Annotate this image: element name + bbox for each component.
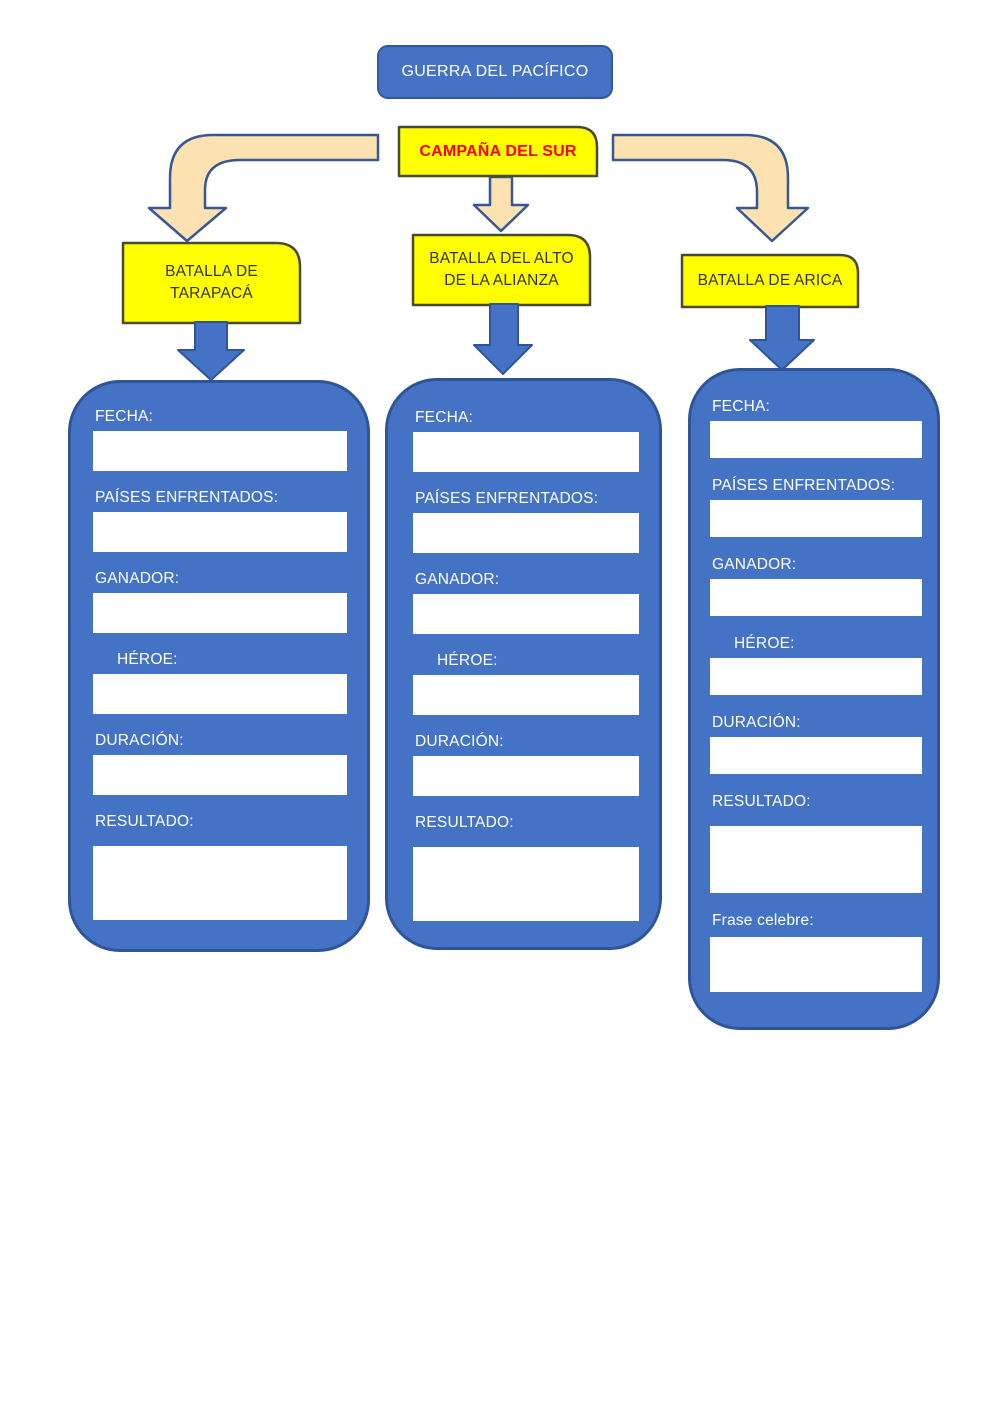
field-label-frase-celebre: Frase celebre:: [712, 912, 814, 929]
panel-batalla-alto-alianza: FECHA: PAÍSES ENFRENTADOS: GANADOR: HÉRO…: [385, 378, 662, 950]
battle-node-label-line: TARAPACÁ: [170, 285, 253, 302]
field-label-heroe: HÉROE:: [437, 652, 498, 669]
field-input-duracion[interactable]: [710, 737, 922, 774]
field-input-fecha[interactable]: [93, 431, 347, 471]
battle-node-label-line: BATALLA DE ARICA: [697, 272, 843, 289]
field-input-heroe[interactable]: [710, 658, 922, 695]
field-input-paises[interactable]: [413, 513, 639, 553]
field-input-duracion[interactable]: [93, 755, 347, 795]
field-label-duracion: DURACIÓN:: [712, 714, 801, 731]
field-label-ganador: GANADOR:: [415, 571, 500, 588]
campaign-node-label-wrap: CAMPAÑA DEL SUR: [399, 127, 597, 176]
battle-node-alto-alianza-label-wrap: BATALLA DEL ALTO DE LA ALIANZA: [413, 235, 590, 305]
field-input-paises[interactable]: [710, 500, 922, 537]
field-label-duracion: DURACIÓN:: [415, 733, 504, 750]
field-input-ganador[interactable]: [710, 579, 922, 616]
field-input-resultado[interactable]: [93, 846, 347, 920]
field-input-heroe[interactable]: [93, 674, 347, 714]
panel-batalla-arica: FECHA: PAÍSES ENFRENTADOS: GANADOR: HÉRO…: [688, 368, 940, 1030]
battle-node-label-line: BATALLA DEL ALTO: [429, 250, 574, 267]
field-label-paises: PAÍSES ENFRENTADOS:: [415, 490, 599, 507]
field-label-ganador: GANADOR:: [712, 556, 797, 573]
battle-node-label-line: DE LA ALIANZA: [444, 272, 559, 289]
blue-down-arrow-middle-icon: [473, 303, 533, 375]
battle-node-arica-label-wrap: BATALLA DE ARICA: [682, 255, 858, 307]
battle-node-tarapaca-label-wrap: BATALLA DE TARAPACÁ: [123, 243, 300, 323]
field-label-duracion: DURACIÓN:: [95, 732, 184, 749]
field-input-ganador[interactable]: [413, 594, 639, 634]
field-input-heroe[interactable]: [413, 675, 639, 715]
field-input-fecha[interactable]: [413, 432, 639, 472]
battle-node-label-line: BATALLA DE: [165, 263, 258, 280]
field-label-resultado: RESULTADO:: [415, 814, 514, 831]
field-label-resultado: RESULTADO:: [95, 813, 194, 830]
campaign-node-label: CAMPAÑA DEL SUR: [419, 142, 577, 160]
root-title-box: GUERRA DEL PACÍFICO: [377, 45, 613, 99]
field-input-resultado[interactable]: [413, 847, 639, 921]
root-title-label: GUERRA DEL PACÍFICO: [401, 63, 589, 80]
elbow-arrow-right-icon: [611, 133, 810, 243]
field-label-fecha: FECHA:: [95, 408, 154, 425]
field-input-frase-celebre[interactable]: [710, 937, 922, 992]
field-label-fecha: FECHA:: [712, 398, 771, 415]
field-label-heroe: HÉROE:: [117, 651, 178, 668]
field-input-paises[interactable]: [93, 512, 347, 552]
blue-down-arrow-left-icon: [177, 321, 245, 381]
field-label-paises: PAÍSES ENFRENTADOS:: [712, 477, 896, 494]
field-input-ganador[interactable]: [93, 593, 347, 633]
blue-down-arrow-right-icon: [749, 305, 815, 371]
field-label-heroe: HÉROE:: [734, 635, 795, 652]
field-input-resultado[interactable]: [710, 826, 922, 893]
field-label-fecha: FECHA:: [415, 409, 474, 426]
field-label-resultado: RESULTADO:: [712, 793, 811, 810]
elbow-arrow-left-icon: [147, 133, 380, 243]
down-arrow-middle-icon: [472, 175, 530, 233]
field-label-ganador: GANADOR:: [95, 570, 180, 587]
field-input-fecha[interactable]: [710, 421, 922, 458]
field-input-duracion[interactable]: [413, 756, 639, 796]
field-label-paises: PAÍSES ENFRENTADOS:: [95, 489, 279, 506]
panel-batalla-tarapaca: FECHA: PAÍSES ENFRENTADOS: GANADOR: HÉRO…: [68, 380, 370, 952]
